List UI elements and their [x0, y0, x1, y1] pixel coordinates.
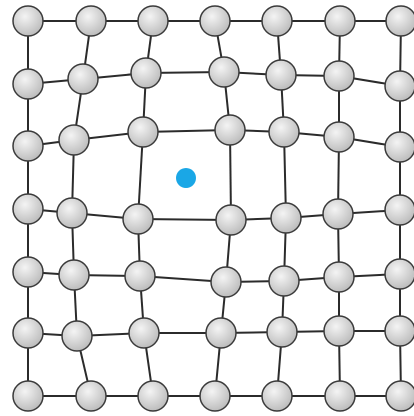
atom — [13, 6, 43, 36]
atom — [386, 381, 414, 411]
atom — [211, 267, 241, 297]
atom — [324, 122, 354, 152]
atom — [215, 115, 245, 145]
atom — [13, 318, 43, 348]
atom — [68, 64, 98, 94]
atom — [129, 318, 159, 348]
atom — [262, 381, 292, 411]
atom — [385, 259, 414, 289]
atom — [76, 6, 106, 36]
atom — [59, 125, 89, 155]
atom — [269, 117, 299, 147]
atom — [62, 321, 92, 351]
atom — [57, 198, 87, 228]
atom — [209, 57, 239, 87]
atom — [123, 204, 153, 234]
atom — [206, 318, 236, 348]
atom — [76, 381, 106, 411]
defect-layer — [176, 168, 196, 188]
atom — [262, 6, 292, 36]
atom — [385, 71, 414, 101]
atom — [200, 381, 230, 411]
atom — [385, 316, 414, 346]
atom — [267, 317, 297, 347]
atom — [13, 131, 43, 161]
atom — [323, 199, 353, 229]
atom — [200, 6, 230, 36]
atom — [131, 58, 161, 88]
atom — [325, 381, 355, 411]
atom — [271, 203, 301, 233]
atom — [324, 61, 354, 91]
atom — [385, 132, 414, 162]
atom — [385, 195, 414, 225]
atom — [13, 69, 43, 99]
atom — [266, 60, 296, 90]
defect-dot — [176, 168, 196, 188]
atom — [59, 260, 89, 290]
atom — [138, 6, 168, 36]
atom — [324, 262, 354, 292]
atom-layer — [13, 6, 414, 411]
atom — [138, 381, 168, 411]
atom — [324, 316, 354, 346]
atom — [13, 381, 43, 411]
atom — [13, 194, 43, 224]
atom — [325, 6, 355, 36]
atom — [13, 257, 43, 287]
atom — [125, 261, 155, 291]
atom — [269, 266, 299, 296]
atom — [128, 117, 158, 147]
atom — [386, 6, 414, 36]
atom — [216, 205, 246, 235]
